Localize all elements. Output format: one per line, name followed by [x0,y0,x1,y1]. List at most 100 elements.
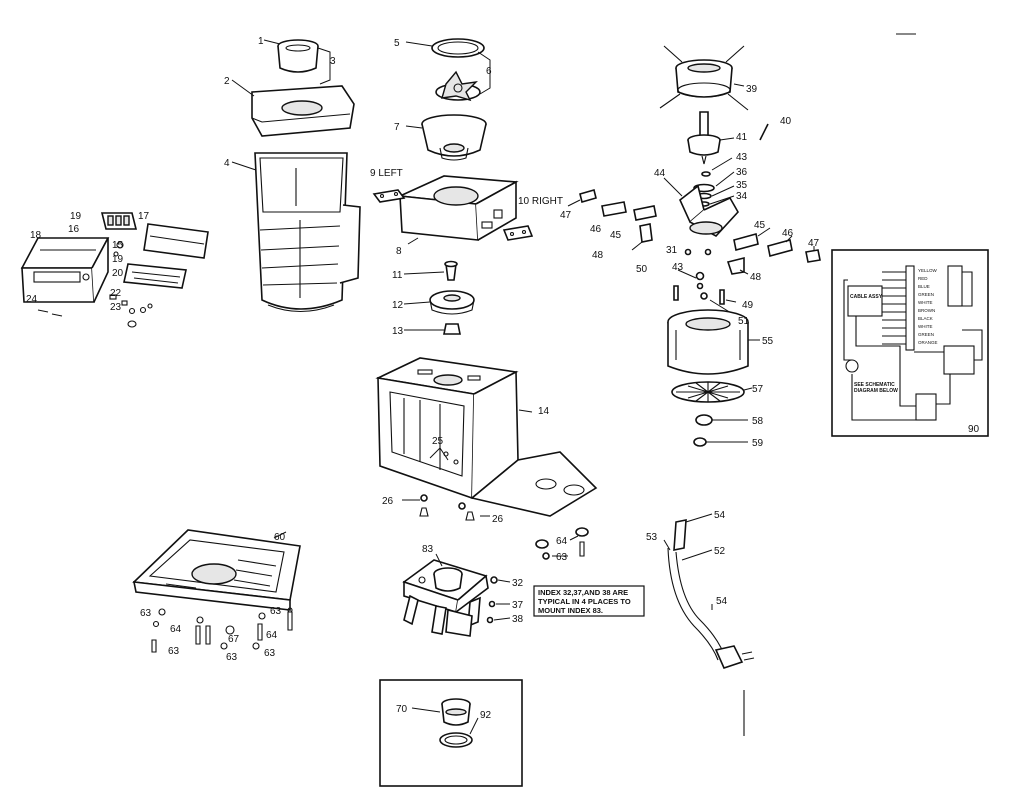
note-line-3: MOUNT INDEX 83. [538,606,603,615]
mount-bracket-right [502,225,534,241]
mount-hardware [486,576,511,624]
callout-23: 23 [110,302,122,313]
callout-38: 38 [512,614,524,625]
callout-2: 2 [224,76,230,87]
callout-52: 52 [714,546,726,557]
callout-26a: 26 [382,496,394,507]
callout-19b: 19 [112,254,124,265]
filler-cap [277,39,319,73]
control-panel [20,237,110,303]
callout-37: 37 [512,600,524,611]
callout-50: 50 [636,264,648,275]
callout-7: 7 [394,122,400,133]
callout-36: 36 [736,167,748,178]
callout-24: 24 [26,294,38,305]
push-button-bar [123,263,187,289]
motor-field [667,309,760,375]
thrust-washers [693,157,735,207]
power-cord [663,513,755,736]
wiring-title-1: SEE SCHEMATIC [854,382,895,388]
wire-label: WHITE [918,300,933,305]
callout-64b: 64 [266,630,278,641]
callout-1: 1 [258,36,264,47]
wire-label: ORANGE [918,340,938,345]
motor-assembly [567,45,821,447]
callout-51: 51 [738,316,750,327]
bearing-bracket [663,177,739,237]
wire-label: BLUE [918,284,930,289]
armature-shaft [687,111,735,165]
motor-mount [402,553,489,637]
callout-44: 44 [654,168,666,179]
base-housing [375,357,598,517]
bottom-plate-hardware [151,607,293,653]
callout-45a: 45 [610,230,622,241]
callout-14: 14 [538,406,550,417]
callout-60: 60 [274,532,286,543]
callout-48b: 48 [750,272,762,283]
wire-label: BROWN [918,308,935,313]
callout-22: 22 [110,288,122,299]
escutcheon-plate [143,223,209,259]
callout-35: 35 [736,180,748,191]
callout-70: 70 [396,704,408,715]
callout-63b: 63 [168,646,180,657]
wire-color-labels: YELLOW RED BLUE GREEN WHITE BROWN BLACK … [918,268,938,345]
callout-47a: 47 [560,210,572,221]
bottom-plate [132,529,301,611]
callout-39: 39 [746,84,758,95]
callout-6: 6 [486,66,492,77]
wire-label: YELLOW [918,268,938,273]
mount-top-hardware [535,527,589,560]
wire-label: RED [918,276,928,281]
callout-47b: 47 [808,238,820,249]
small-hardware [37,241,153,328]
wire-label: WHITE [918,324,933,329]
cutting-blade [435,70,481,102]
wiring-title-2: DIAGRAM BELOW [854,388,898,394]
callout-67: 67 [228,634,240,645]
callout-45b: 45 [754,220,766,231]
callout-48a: 48 [592,250,604,261]
shaft-pin [759,123,769,141]
gasket [431,38,485,58]
callout-49: 49 [742,300,754,311]
blender-jar [254,152,361,312]
callout-58: 58 [752,416,764,427]
callout-57: 57 [752,384,764,395]
callout-9: 9 LEFT [370,168,403,179]
brush-holders [567,189,821,275]
wire-label: GREEN [918,332,934,337]
callout-90: 90 [968,424,980,435]
callout-13: 13 [392,326,404,337]
callout-25: 25 [432,436,444,447]
callout-54b: 54 [716,596,728,607]
callout-31: 31 [666,245,678,256]
switch-buttons [100,212,138,230]
wiring-diagram: CABLE ASSY YELLOW RED BLUE GREEN WHITE B… [831,249,989,437]
o-ring [439,732,473,748]
cutter-assembly [372,38,534,335]
callout-64a: 64 [170,624,182,635]
cooling-fan [671,381,753,403]
drive-nut [443,323,461,335]
callout-83: 83 [422,544,434,555]
fan-nut-and-washer [693,414,748,447]
callout-63e: 63 [264,648,276,659]
bearing-assembly [441,698,471,726]
callout-46b: 46 [782,228,794,239]
control-panel-assembly [20,212,209,328]
jar-assembly [231,39,361,312]
callout-20: 20 [112,268,124,279]
mount-bracket-left [372,189,406,203]
callout-63a: 63 [140,608,152,619]
callout-8: 8 [396,246,402,257]
wire-label: GREEN [918,292,934,297]
callout-64c: 64 [556,536,568,547]
motor-base-top [396,175,519,241]
callout-5: 5 [394,38,400,49]
coupling-stud [444,260,458,281]
callout-92: 92 [480,710,492,721]
drive-coupling [429,290,475,315]
